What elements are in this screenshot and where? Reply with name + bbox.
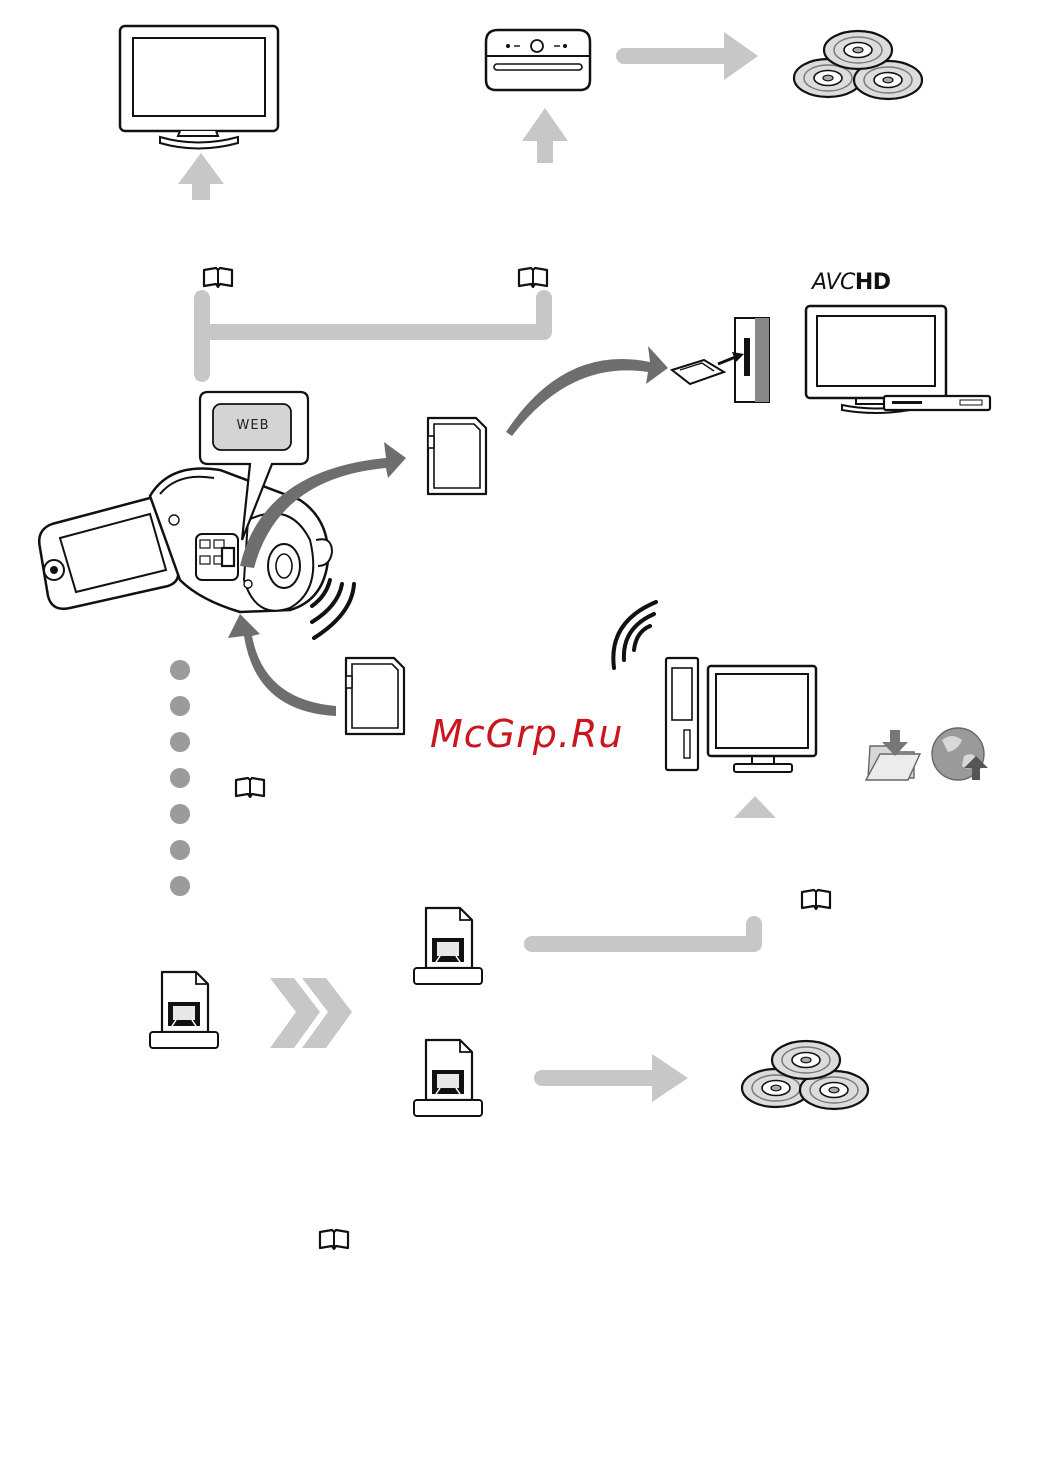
sd-card-icon bbox=[346, 658, 404, 734]
tv-icon bbox=[120, 26, 278, 149]
avchd-logo-avc: AVC bbox=[812, 270, 855, 295]
double-chevron-icon bbox=[270, 978, 352, 1048]
dvd-stack-icon bbox=[742, 1041, 868, 1109]
arrow-right-discs-top bbox=[616, 32, 758, 80]
folder-download-icon bbox=[866, 730, 920, 780]
watermark-text: McGrp.Ru bbox=[430, 712, 623, 756]
usb-slot-icon bbox=[672, 318, 769, 402]
avchd-logo-hd: HD bbox=[855, 270, 891, 295]
arrow-up-computer bbox=[734, 796, 776, 818]
curved-arrow-sd-to-tv bbox=[506, 346, 668, 436]
bullet-list bbox=[170, 660, 190, 896]
arrow-right-discs-bottom bbox=[534, 1054, 688, 1102]
avchd-logo: AVCHD bbox=[812, 270, 891, 295]
disc-recorder-icon bbox=[486, 30, 590, 90]
web-button-label: WEB bbox=[214, 418, 292, 433]
movie-file-icon bbox=[414, 1040, 482, 1116]
book-icon bbox=[204, 268, 232, 287]
arrow-up-tv bbox=[178, 153, 224, 200]
book-icon bbox=[320, 1230, 348, 1249]
connector-bracket bbox=[194, 290, 552, 382]
connector-bracket-lower bbox=[524, 916, 762, 952]
curved-arrow-sd-to-camera bbox=[228, 614, 336, 716]
computer-icon bbox=[666, 658, 816, 772]
book-icon bbox=[519, 268, 547, 287]
movie-file-icon bbox=[150, 972, 218, 1048]
camcorder-icon bbox=[39, 468, 332, 612]
movie-file-icon bbox=[414, 908, 482, 984]
sd-card-icon bbox=[428, 418, 486, 494]
book-icon bbox=[236, 778, 264, 797]
globe-upload-icon bbox=[932, 728, 988, 780]
book-icon bbox=[802, 890, 830, 909]
wifi-waves-icon bbox=[613, 602, 656, 668]
dvd-stack-icon bbox=[794, 31, 922, 99]
avchd-tv-icon bbox=[806, 306, 990, 413]
arrow-up-recorder bbox=[522, 108, 568, 163]
